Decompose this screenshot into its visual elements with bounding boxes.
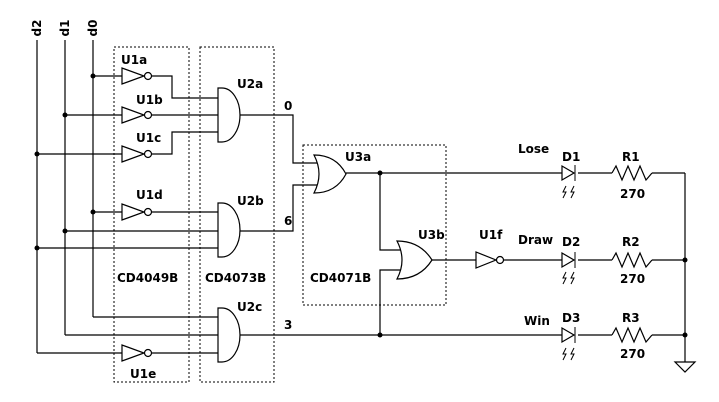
input-label-d0: d0 [86, 20, 100, 37]
label-cd4049b: CD4049B [117, 271, 178, 285]
label-u2a: U2a [237, 77, 263, 91]
label-u1b: U1b [136, 93, 163, 107]
label-u1e: U1e [130, 367, 156, 381]
label-u1c: U1c [136, 131, 161, 145]
inverter-u1f [475, 251, 505, 269]
label-u3b: U3b [418, 228, 445, 242]
label-d2: D2 [562, 235, 580, 249]
input-label-d1: d1 [58, 20, 72, 37]
and-gate-u2b [217, 202, 241, 258]
resistor-r2 [611, 251, 653, 269]
or-gate-u3a [313, 154, 347, 194]
label-cd4073b: CD4073B [205, 271, 266, 285]
label-d3: D3 [562, 311, 580, 325]
inverter-u1a [121, 67, 153, 85]
label-u1a: U1a [121, 53, 147, 67]
resistor-r3 [611, 326, 653, 344]
led-d3 [561, 326, 576, 361]
label-r2: R2 [622, 235, 640, 249]
net-label-6: 6 [284, 214, 292, 228]
output-label-draw: Draw [518, 233, 553, 247]
led-d1 [561, 164, 576, 199]
or-package-box [302, 144, 447, 306]
label-cd4071b: CD4071B [310, 271, 371, 285]
input-rails [36, 40, 94, 353]
inverter-package-box [113, 46, 190, 383]
input-label-d2: d2 [30, 20, 44, 37]
label-r3: R3 [622, 311, 640, 325]
net-label-0: 0 [284, 99, 292, 113]
and-gate-u2c [217, 307, 241, 363]
value-r1: 270 [620, 187, 645, 201]
or-gate-u3b [396, 240, 433, 280]
wiring [37, 75, 686, 362]
and-gate-u2a [217, 87, 241, 143]
inverter-u1b [121, 106, 153, 124]
inverter-u1d [121, 203, 153, 221]
inverter-u1c [121, 145, 153, 163]
resistor-r1 [611, 164, 653, 182]
led-d2 [561, 251, 576, 285]
ground-symbol [673, 361, 697, 373]
label-u3a: U3a [345, 150, 371, 164]
inverter-u1e [121, 344, 153, 362]
and-package-box [199, 46, 275, 383]
value-r3: 270 [620, 347, 645, 361]
label-u1f: U1f [479, 228, 503, 242]
output-label-win: Win [524, 314, 550, 328]
junction-dots [34, 73, 688, 338]
label-u2c: U2c [237, 300, 262, 314]
net-label-3: 3 [284, 318, 292, 332]
label-u2b: U2b [237, 194, 264, 208]
label-r1: R1 [622, 150, 640, 164]
output-label-lose: Lose [518, 142, 549, 156]
value-r2: 270 [620, 272, 645, 286]
label-u1d: U1d [136, 188, 163, 202]
label-d1: D1 [562, 150, 580, 164]
